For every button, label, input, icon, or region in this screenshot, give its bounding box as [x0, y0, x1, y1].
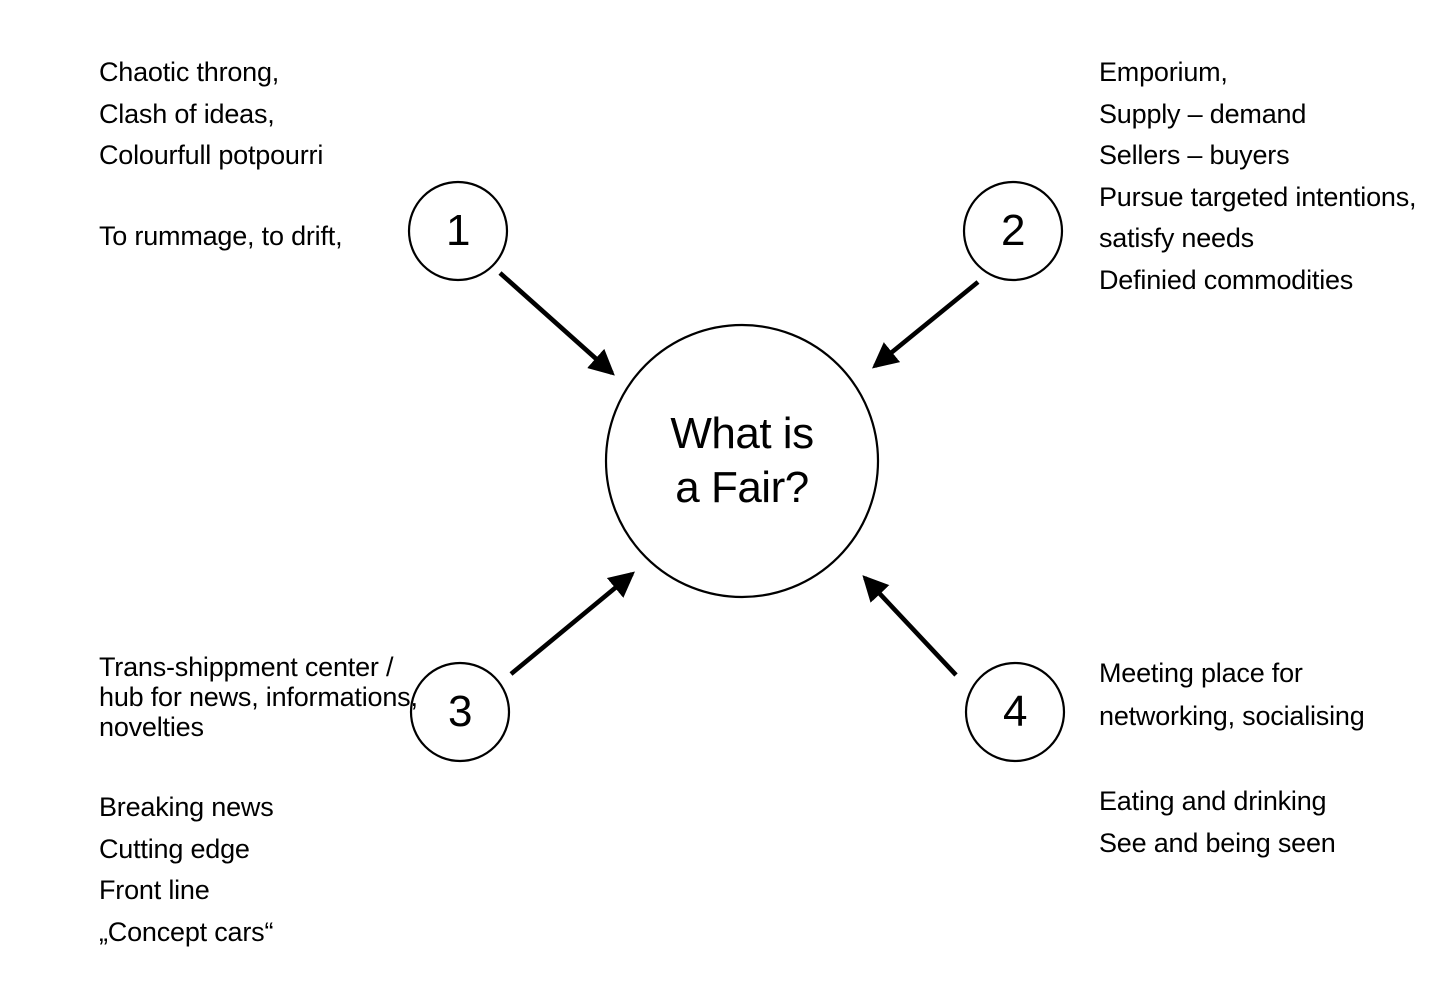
text-line: Definied commodities: [1099, 264, 1354, 295]
node-circle-4: [964, 661, 1066, 763]
text-block-bottom-left-2: Breaking news Cutting edge Front line „C…: [99, 787, 274, 953]
text-block-bottom-right-1: Meeting place for networking, socialisin…: [1099, 652, 1365, 738]
arrow-2-to-center: [872, 280, 980, 369]
text-line: Pursue targeted intentions,: [1099, 181, 1417, 212]
text-line: novelties: [99, 712, 204, 742]
center-circle: [604, 323, 880, 599]
text-line: Emporium,: [1099, 57, 1228, 87]
text-line: networking, socialising: [1099, 701, 1365, 731]
node-number-4: 4: [1003, 687, 1027, 736]
arrow-3-to-center: [509, 571, 635, 676]
node-circle-2: [962, 180, 1064, 282]
text-block-bottom-left-1: Trans-shippment center / hub for news, i…: [99, 652, 418, 742]
text-line: satisfy needs: [1099, 223, 1254, 253]
text-line: hub for news, informations,: [99, 682, 418, 712]
text-line: Colourfull potpourri: [99, 140, 324, 170]
text-line: See and being seen: [1099, 827, 1336, 858]
arrow-1-to-center: [498, 271, 615, 376]
node-circle-3: [409, 661, 511, 763]
node-number-3: 3: [448, 687, 472, 736]
text-line: To rummage, to drift,: [99, 221, 343, 251]
text-line: Chaotic throng,: [99, 57, 280, 87]
text-block-top-left-2: To rummage, to drift,: [99, 216, 343, 258]
text-line: Clash of ideas,: [99, 98, 275, 129]
text-block-top-left-1: Chaotic throng, Clash of ideas, Colourfu…: [99, 52, 323, 177]
node-number-2: 2: [1001, 206, 1025, 255]
text-line: Meeting place for: [1099, 658, 1303, 688]
text-line: Supply – demand: [1099, 98, 1307, 129]
center-label-line-2: a Fair?: [675, 463, 809, 512]
text-line: Breaking news: [99, 792, 274, 822]
arrow-4-to-center: [862, 575, 958, 677]
center-label: What is a Fair?: [605, 324, 879, 598]
center-label-line-1: What is: [670, 409, 814, 458]
text-line: „Concept cars“: [99, 916, 274, 947]
text-line: Eating and drinking: [1099, 786, 1327, 816]
node-number-1: 1: [446, 206, 470, 255]
text-line: Front line: [99, 875, 210, 905]
node-circle-1: [407, 180, 509, 282]
text-line: Trans-shippment center /: [99, 652, 394, 682]
text-block-top-right: Emporium, Supply – demand Sellers – buye…: [1099, 52, 1417, 301]
text-line: Cutting edge: [99, 833, 250, 864]
text-line: Sellers – buyers: [1099, 140, 1290, 170]
text-block-bottom-right-2: Eating and drinking See and being seen: [1099, 781, 1336, 864]
